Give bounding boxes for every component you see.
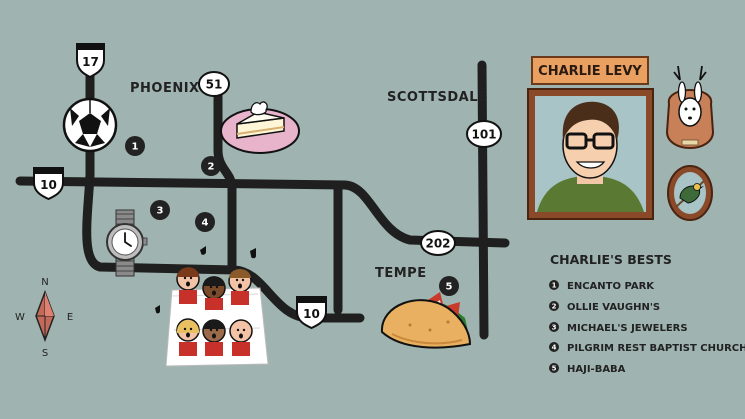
shield-i10-south: 10 bbox=[296, 296, 327, 330]
legend-item-num: 3 bbox=[552, 324, 557, 332]
choir-icon bbox=[165, 267, 269, 367]
legend-item: 1 ENCANTO PARK bbox=[549, 280, 655, 292]
legend-item-label: ENCANTO PARK bbox=[567, 281, 655, 292]
roads bbox=[15, 55, 510, 340]
nameplate-text: CHARLIE LEVY bbox=[538, 64, 642, 79]
map-marker-1[interactable]: 1 bbox=[125, 136, 145, 156]
taco-icon bbox=[380, 292, 472, 349]
bird-icon bbox=[667, 165, 713, 221]
legend-item-label: PILGRIM REST BAPTIST CHURCH bbox=[567, 343, 745, 354]
legend: CHARLIE'S BESTS 1 ENCANTO PARK 2 OLLIE V… bbox=[549, 252, 745, 375]
road-i17 bbox=[82, 55, 365, 323]
shield-label-sr101: 101 bbox=[471, 128, 496, 142]
shield-i17: 17 bbox=[76, 43, 105, 79]
map-marker-4[interactable]: 4 bbox=[195, 212, 215, 232]
map-marker-label-4: 4 bbox=[202, 218, 209, 229]
legend-title: CHARLIE'S BESTS bbox=[550, 252, 672, 267]
shield-label-i10-south: 10 bbox=[303, 307, 320, 321]
legend-item: 4 PILGRIM REST BAPTIST CHURCH bbox=[549, 342, 745, 354]
shield-sr101: 101 bbox=[466, 120, 502, 148]
legend-item: 3 MICHAEL'S JEWELERS bbox=[549, 322, 688, 334]
map-marker-label-2: 2 bbox=[208, 162, 215, 173]
shield-label-i10-west: 10 bbox=[40, 178, 57, 192]
city-label-tempe: TEMPE bbox=[375, 266, 427, 281]
jackalope-icon bbox=[665, 65, 715, 150]
legend-item: 2 OLLIE VAUGHN'S bbox=[549, 301, 660, 313]
portrait-frame bbox=[527, 88, 654, 220]
map-marker-label-3: 3 bbox=[157, 206, 164, 217]
shield-sr202: 202 bbox=[420, 230, 456, 256]
shield-label-sr202: 202 bbox=[425, 237, 450, 251]
legend-item-num: 2 bbox=[552, 303, 557, 311]
soccer-ball-icon bbox=[62, 97, 118, 153]
map-marker-3[interactable]: 3 bbox=[150, 200, 170, 220]
map-marker-label-1: 1 bbox=[132, 142, 139, 153]
watch-icon bbox=[106, 209, 148, 277]
nameplate: CHARLIE LEVY bbox=[531, 56, 649, 85]
map-marker-2[interactable]: 2 bbox=[201, 156, 221, 176]
road-sr51 bbox=[213, 90, 237, 270]
portrait-avatar bbox=[537, 101, 644, 212]
legend-item-num: 4 bbox=[552, 344, 557, 352]
shield-label-sr51: 51 bbox=[206, 78, 223, 92]
compass-rose-icon: N S E W bbox=[15, 277, 73, 359]
road-sr101 bbox=[477, 60, 489, 340]
compass-south-label: S bbox=[42, 348, 48, 359]
legend-item-num: 5 bbox=[552, 365, 557, 373]
map-marker-label-5: 5 bbox=[446, 282, 453, 293]
compass-east-label: E bbox=[67, 312, 73, 323]
legend-item: 5 HAJI-BABA bbox=[549, 363, 626, 375]
pie-slice-icon bbox=[220, 101, 300, 154]
legend-item-label: MICHAEL'S JEWELERS bbox=[567, 323, 688, 334]
legend-item-label: OLLIE VAUGHN'S bbox=[567, 302, 660, 313]
shield-i10-west: 10 bbox=[33, 167, 64, 201]
compass-west-label: W bbox=[15, 312, 25, 323]
compass-north-label: N bbox=[41, 277, 48, 288]
shield-label-i17: 17 bbox=[82, 55, 99, 69]
legend-item-num: 1 bbox=[552, 282, 557, 290]
road-i10-east-west bbox=[15, 176, 510, 248]
city-label-phoenix: PHOENIX bbox=[130, 81, 200, 96]
city-label-scottsdale: SCOTTSDALE bbox=[387, 90, 487, 105]
legend-item-label: HAJI-BABA bbox=[567, 364, 626, 375]
music-note-icon bbox=[155, 246, 256, 314]
shield-sr51: 51 bbox=[198, 71, 230, 97]
map-marker-5[interactable]: 5 bbox=[439, 276, 459, 296]
